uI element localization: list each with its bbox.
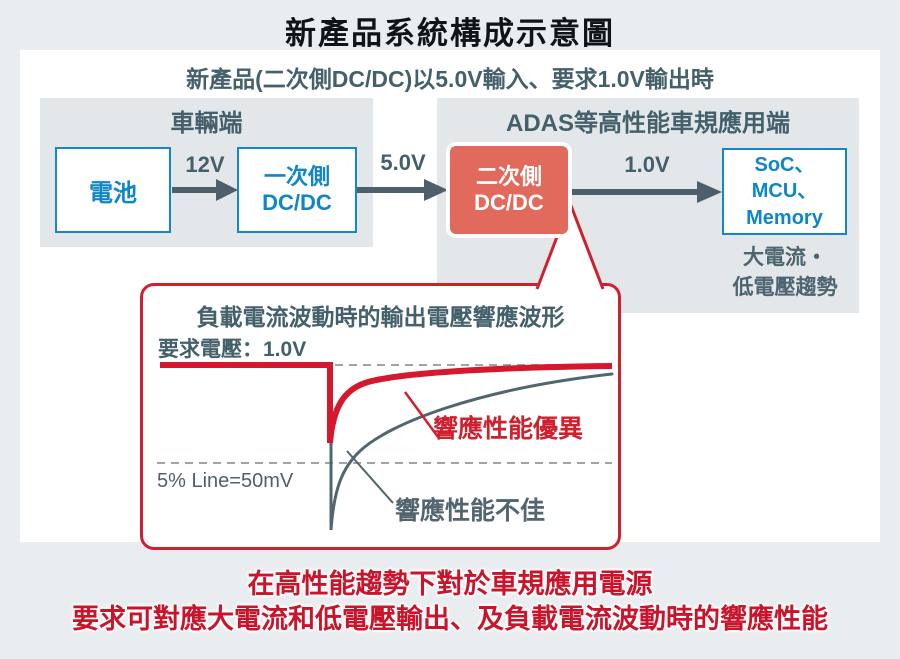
good-response-label: 響應性能優異 xyxy=(433,415,584,443)
bad-response-label: 響應性能不佳 xyxy=(395,497,546,525)
callout-title: 負載電流波動時的輸出電壓響應波形 xyxy=(196,304,565,330)
load-line3: Memory xyxy=(746,206,823,229)
secondary-dcdc-line1: 二次側 xyxy=(475,163,542,189)
page-title: 新產品系統構成示意圖 xyxy=(285,16,615,51)
waveform-chart xyxy=(157,362,614,531)
required-voltage-label: 要求電壓：1.0V xyxy=(158,338,307,361)
trend-line1: 大電流・ xyxy=(743,246,827,269)
vehicle-group-label: 車輛端 xyxy=(170,110,243,137)
primary-dcdc-box: 一次側 DC/DC xyxy=(237,147,357,233)
load-line2: MCU、 xyxy=(751,180,818,203)
voltage-label-1v: 1.0V xyxy=(624,152,670,177)
waveform-callout: 負載電流波動時的輸出電壓響應波形 要求電壓：1.0V 5% Line=50mV … xyxy=(140,283,621,550)
battery-label: 電池 xyxy=(89,179,137,207)
secondary-dcdc-line2: DC/DC xyxy=(474,190,544,215)
voltage-label-5v: 5.0V xyxy=(380,150,426,175)
five-percent-line-label: 5% Line=50mV xyxy=(157,470,294,492)
arrow-right-icon xyxy=(357,179,448,201)
primary-dcdc-line1: 一次側 xyxy=(263,163,330,189)
primary-dcdc-line2: DC/DC xyxy=(262,190,332,215)
arrow-right-icon xyxy=(172,179,238,201)
secondary-dcdc-box: 二次側 DC/DC xyxy=(446,142,572,238)
arrow-right-icon xyxy=(572,181,722,203)
trend-note: 大電流・ 低電壓趨勢 xyxy=(700,243,870,303)
trend-line2: 低電壓趨勢 xyxy=(732,275,838,299)
voltage-label-12v: 12V xyxy=(185,152,225,177)
footer-note-line2: 要求可對應大電流和低電壓輸出、及負載電流波動時的響應性能 xyxy=(72,604,828,634)
battery-box: 電池 xyxy=(55,147,171,233)
soc-mcu-memory-box: SoC、 MCU、 Memory xyxy=(722,148,847,235)
diagram-subtitle: 新產品(二次側DC/DC)以5.0V輸入、要求1.0V輸出時 xyxy=(186,66,714,92)
footer-note-line1: 在高性能趨勢下對於車規應用電源 xyxy=(247,569,653,599)
load-line1: SoC、 xyxy=(754,153,815,176)
adas-group-label: ADAS等高性能車規應用端 xyxy=(505,110,790,137)
